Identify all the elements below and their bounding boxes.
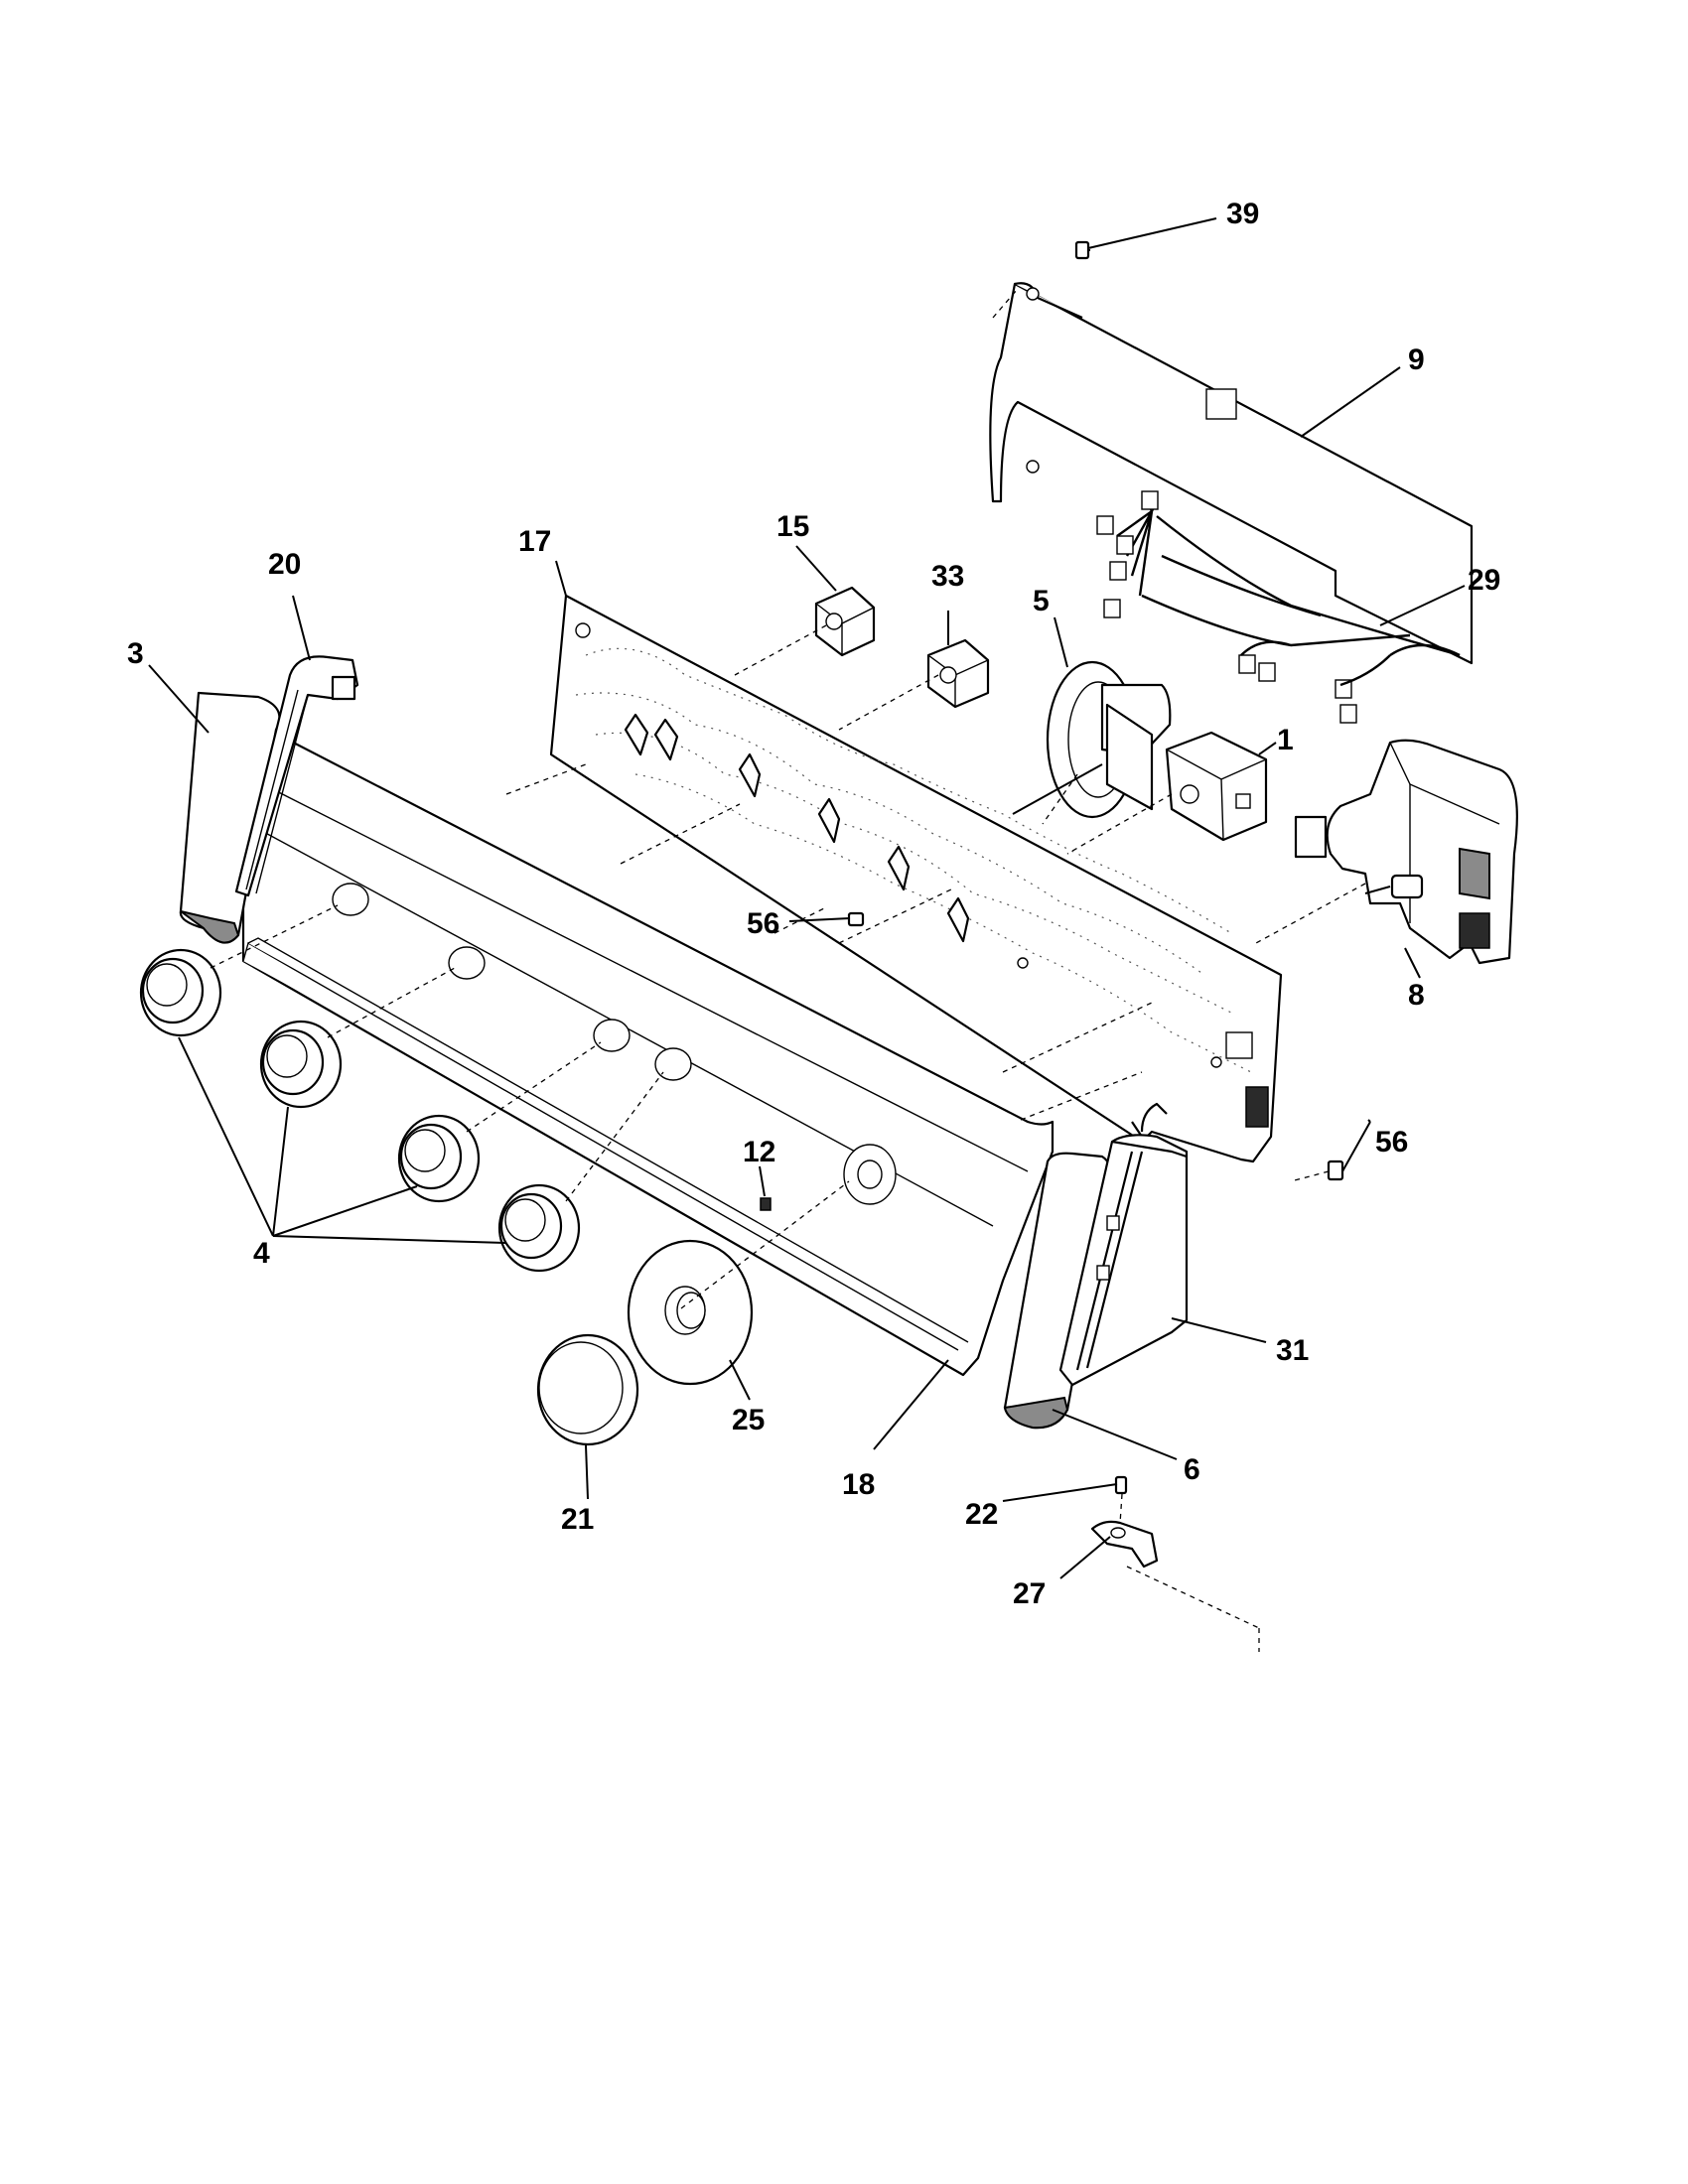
part-9-rear-panel bbox=[989, 282, 1474, 665]
callout-12: 12 bbox=[743, 1136, 775, 1168]
knob-4 bbox=[497, 1183, 581, 1273]
part-21-knob bbox=[536, 1333, 639, 1446]
part-56-screw-inner bbox=[847, 911, 865, 927]
part-12-pin bbox=[760, 1197, 772, 1211]
part-4-knobs bbox=[139, 948, 581, 1273]
callout-8: 8 bbox=[1408, 979, 1425, 1012]
callout-3: 3 bbox=[127, 637, 144, 670]
part-25-dial-ring bbox=[627, 1239, 754, 1386]
part-29-wire-harness bbox=[1096, 490, 1461, 724]
part-8-timer bbox=[1294, 739, 1518, 965]
callout-4: 4 bbox=[253, 1237, 270, 1270]
callout-labels: 39 9 29 17 15 33 20 5 3 1 56 8 56 12 4 3… bbox=[127, 198, 1500, 1610]
knob-2 bbox=[259, 1020, 343, 1109]
callout-29: 29 bbox=[1468, 564, 1500, 597]
part-31-end-bracket bbox=[1058, 1134, 1189, 1387]
callout-6: 6 bbox=[1184, 1453, 1200, 1486]
part-15-switch bbox=[814, 586, 876, 657]
part-56-screw-outer bbox=[1327, 1160, 1344, 1181]
callout-22: 22 bbox=[965, 1498, 998, 1531]
part-22-screw bbox=[1114, 1475, 1128, 1495]
knob-3 bbox=[397, 1114, 481, 1203]
part-33-switch bbox=[926, 638, 990, 709]
callout-56-inner: 56 bbox=[747, 907, 779, 940]
callout-25: 25 bbox=[732, 1404, 765, 1436]
part-20-end-bracket bbox=[234, 655, 359, 897]
part-17-control-panel-back bbox=[549, 594, 1283, 1163]
callout-18: 18 bbox=[842, 1468, 875, 1501]
part-18-control-panel-front bbox=[241, 733, 1055, 1377]
part-5-timer-motor bbox=[1012, 660, 1172, 819]
callout-15: 15 bbox=[776, 510, 809, 543]
callout-1: 1 bbox=[1277, 724, 1294, 756]
callout-9: 9 bbox=[1408, 343, 1425, 376]
part-1-selector-switch bbox=[1165, 731, 1268, 842]
part-27-bracket bbox=[1090, 1520, 1159, 1569]
callout-31: 31 bbox=[1276, 1334, 1309, 1367]
assembly-guide-lines bbox=[210, 624, 1366, 1652]
callout-39: 39 bbox=[1226, 198, 1259, 230]
callout-5: 5 bbox=[1033, 585, 1050, 617]
callout-21: 21 bbox=[561, 1503, 594, 1536]
callout-56-outer: 56 bbox=[1375, 1126, 1408, 1159]
knob-1 bbox=[139, 948, 222, 1037]
callout-33: 33 bbox=[931, 560, 964, 593]
callout-20: 20 bbox=[268, 548, 301, 581]
callout-17: 17 bbox=[518, 525, 551, 558]
part-3-left-end-cap bbox=[179, 691, 281, 944]
callout-27: 27 bbox=[1013, 1577, 1046, 1610]
part-39-screw bbox=[1074, 240, 1090, 260]
leader-lines bbox=[148, 217, 1466, 1579]
